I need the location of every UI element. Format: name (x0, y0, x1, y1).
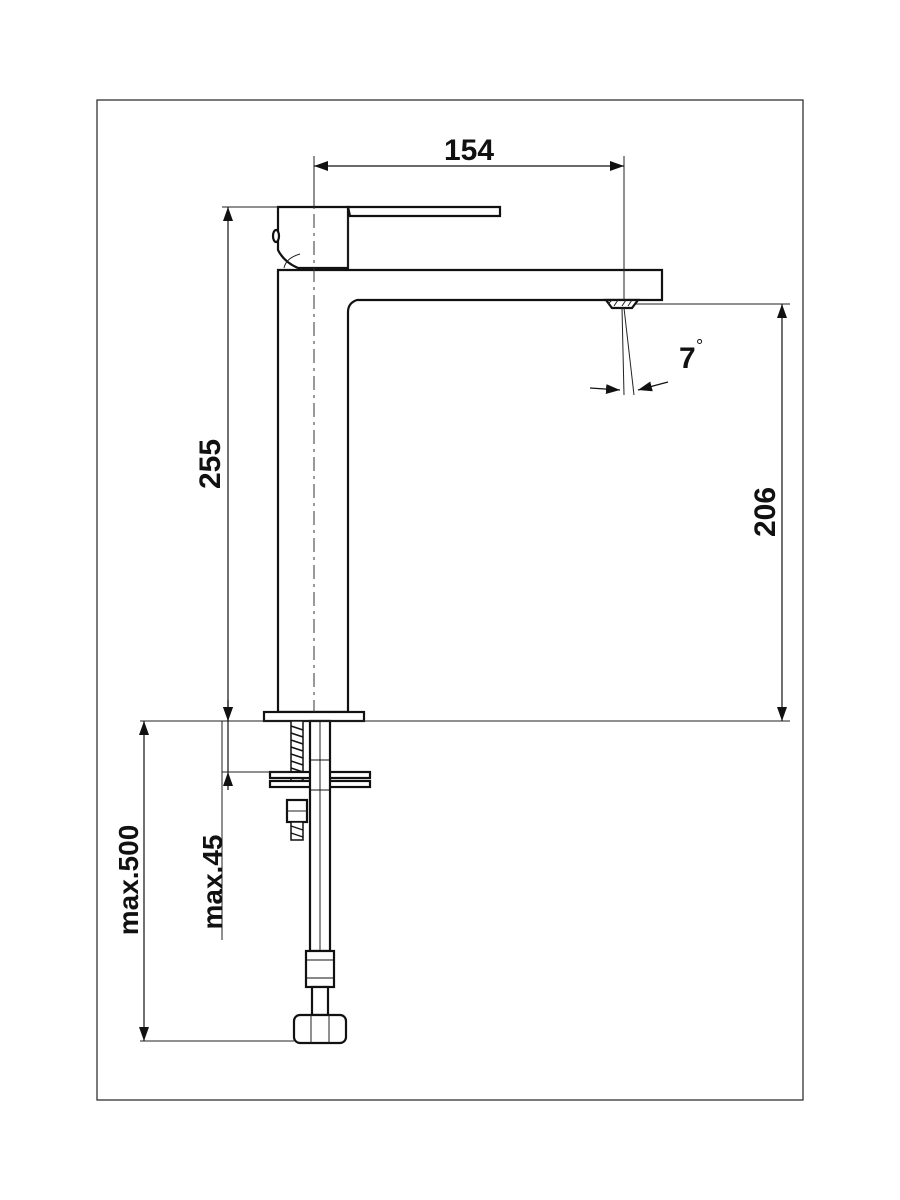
faucet-body (262, 160, 664, 723)
angle-arrow-right (637, 381, 669, 392)
extension-lines (140, 156, 790, 1042)
label-outlet-height: 206 (749, 487, 782, 537)
label-spout-angle: 7 (679, 342, 696, 375)
drawing-frame (96, 99, 804, 1101)
faucet-lever (346, 205, 502, 218)
label-overall-height: 255 (194, 439, 227, 489)
mounting-fittings (268, 719, 372, 1045)
faucet-spout-column (276, 268, 664, 714)
label-spout-reach: 154 (444, 134, 494, 167)
handle-side-knob (271, 228, 281, 244)
faucet-handle-body (276, 205, 350, 270)
hose-ferrule (304, 949, 336, 989)
base-plate (262, 710, 366, 723)
label-angle-unit: ° (696, 336, 703, 356)
angle-arrow-left (589, 384, 621, 395)
label-deck-thickness: max.45 (197, 835, 228, 930)
label-hose-length: max.500 (113, 825, 144, 936)
hose-hex-nut (292, 1013, 348, 1045)
